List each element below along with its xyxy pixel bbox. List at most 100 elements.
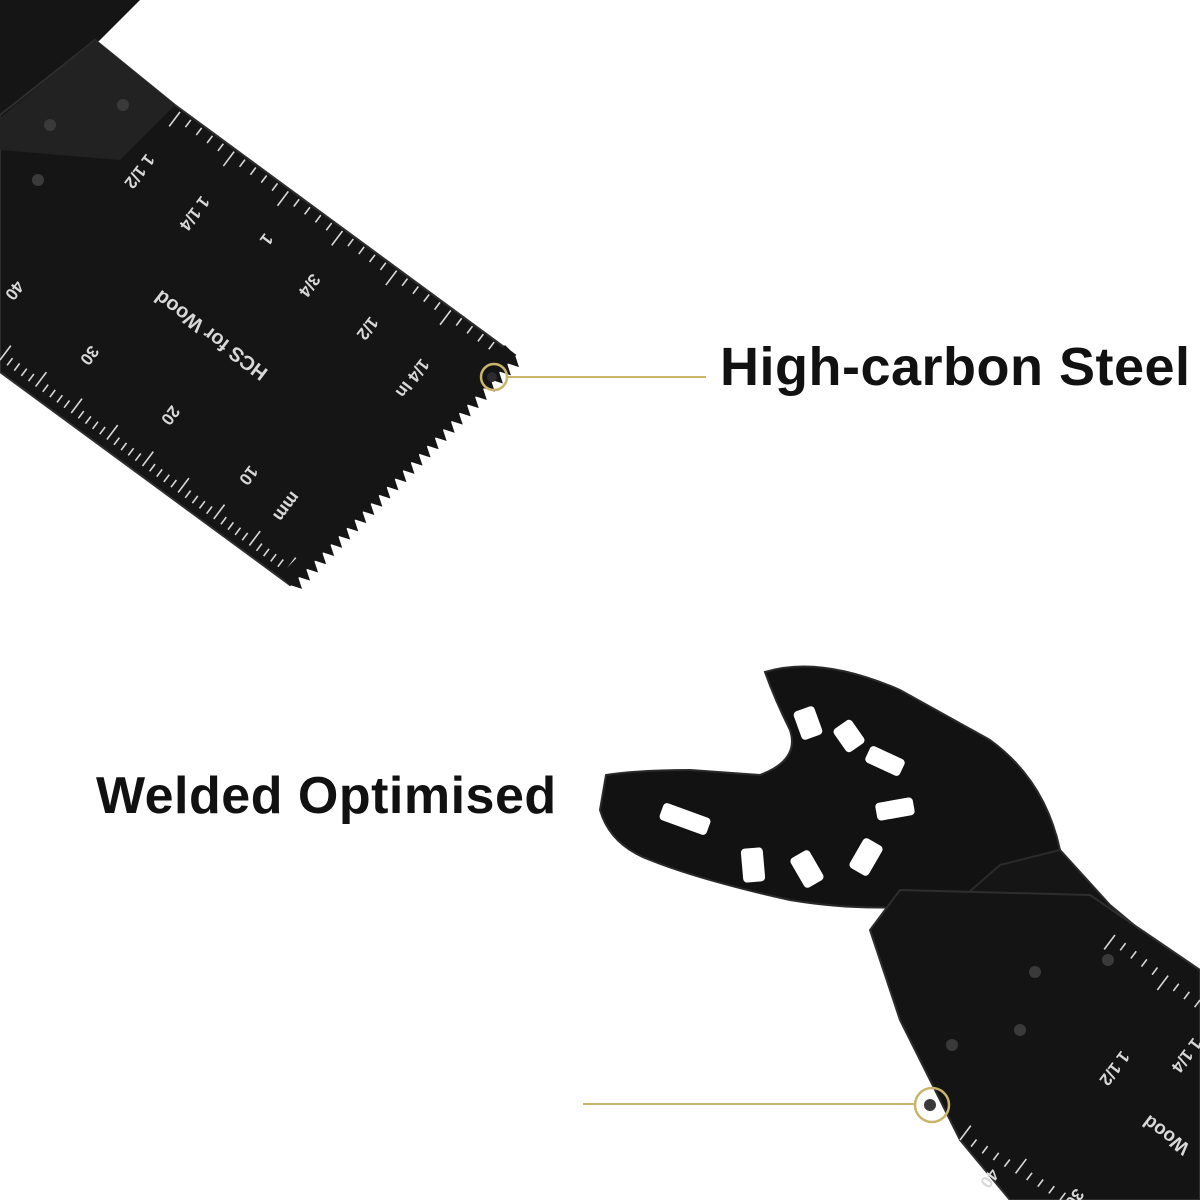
- mm-tick: [27, 373, 35, 382]
- mm-tick: [91, 421, 99, 430]
- bottom-blade-mount-head: [598, 665, 1062, 909]
- mm-tick: [255, 543, 263, 552]
- mm-tick: [84, 415, 92, 425]
- mm-tick: [106, 424, 119, 440]
- mm-tick: [177, 477, 190, 493]
- inch-tick: [347, 238, 354, 247]
- inch-tick: [412, 286, 419, 295]
- inch-tick: [1183, 991, 1191, 1000]
- inch-tick: [423, 293, 430, 303]
- bottom-blade-body: [868, 888, 1200, 1200]
- inch-tick: [260, 174, 268, 184]
- mm-tick: [6, 357, 14, 366]
- mm-tick: [148, 463, 156, 472]
- mm-tick: [70, 398, 83, 414]
- mm-tick: [1003, 1158, 1011, 1168]
- inch-tick: [1151, 967, 1159, 976]
- inch-tick: [1140, 958, 1148, 968]
- mm-tick: [49, 389, 56, 398]
- top-rivet-2: [44, 119, 56, 131]
- mm-tick: [205, 506, 213, 515]
- inch-tick: [222, 151, 235, 167]
- inch-tick: [271, 182, 279, 192]
- inch-tick: [368, 254, 376, 263]
- mm-tick: [120, 442, 128, 451]
- top-saw-blade: HCS for Wood 1/4 In 1/2 3/4 1 1 1/4 1 1/…: [0, 0, 706, 589]
- mm-tick: [1037, 1178, 1044, 1188]
- top-blade-teeth: [280, 345, 519, 589]
- mm-tick: [970, 1138, 978, 1148]
- mm-tick: [63, 400, 71, 409]
- mm-tick: [184, 490, 192, 499]
- top-blade-sheen: [0, 40, 175, 160]
- mm-tick: [241, 532, 249, 541]
- mm-tick: [234, 527, 242, 536]
- inch-tick: [217, 143, 224, 152]
- inch-tick: [433, 301, 441, 311]
- inch-tick: [331, 230, 344, 246]
- bottom-rivet-3: [1014, 1024, 1026, 1036]
- bottom-callout-rivet: [924, 1099, 936, 1111]
- mm-tick: [262, 548, 270, 557]
- mm-tick: [1014, 1158, 1027, 1174]
- inch-tick: [466, 325, 474, 334]
- inch-tick: [358, 246, 365, 255]
- mm-tick: [959, 1125, 972, 1141]
- mm-tick: [163, 474, 170, 483]
- bottom-rivet-4: [946, 1039, 958, 1051]
- mm-tick: [981, 1145, 989, 1154]
- mm-tick: [56, 394, 64, 403]
- bottom-rivet-2: [1102, 954, 1114, 966]
- inch-tick: [1156, 975, 1169, 991]
- saw-teeth: [280, 345, 519, 589]
- callout-label-welded-optimised: Welded Optimised: [96, 767, 557, 825]
- mm-tick: [270, 553, 277, 562]
- inch-tick: [488, 341, 495, 350]
- bottom-ruler-ticks: [959, 934, 1200, 1200]
- mm-tick: [277, 559, 284, 568]
- inch-tick: [439, 309, 452, 326]
- bottom-rivet-1: [1029, 966, 1041, 978]
- inch-tick: [1193, 999, 1200, 1008]
- mm-tick: [0, 345, 12, 361]
- mm-tick: [127, 447, 135, 456]
- top-mm-ticks: [0, 345, 297, 573]
- inch-tick: [379, 262, 387, 271]
- top-rivet-3: [32, 174, 44, 186]
- inch-tick: [168, 111, 181, 127]
- inch-tick: [314, 214, 322, 223]
- inch-tick: [195, 127, 203, 136]
- inch-tick: [325, 222, 333, 231]
- mm-tick: [1026, 1172, 1033, 1181]
- inch-tick: [249, 167, 257, 176]
- callout-label-high-carbon-steel: High-carbon Steel: [720, 337, 1191, 397]
- top-rivet-1: [117, 99, 129, 111]
- inch-tick: [293, 198, 300, 207]
- mm-tick: [42, 384, 49, 393]
- bottom-callout-marker: [913, 1086, 951, 1124]
- mm-tick: [20, 368, 28, 377]
- mm-tick: [992, 1152, 1000, 1161]
- inch-tick: [1130, 950, 1137, 959]
- mm-tick: [13, 362, 21, 372]
- top-callout-marker: [479, 362, 509, 392]
- mm-tick: [213, 504, 226, 520]
- inch-tick: [1119, 942, 1127, 951]
- mm-tick: [34, 371, 48, 387]
- inch-tick: [477, 333, 484, 342]
- inch-tick: [184, 119, 192, 128]
- inch-tick: [455, 317, 463, 326]
- bottom-saw-blade: 1 1/2 1 1/4 40 30 Wood: [583, 665, 1200, 1200]
- mm-tick: [220, 516, 227, 525]
- inch-tick: [1103, 934, 1116, 950]
- mm-tick: [191, 495, 199, 504]
- inch-tick: [206, 135, 214, 144]
- bottom-mount-slots: [659, 706, 915, 888]
- inch-tick: [1172, 983, 1180, 992]
- inch-tick: [401, 278, 409, 287]
- mm-tick: [1059, 1192, 1067, 1200]
- mm-tick: [170, 479, 178, 488]
- inch-tick: [276, 190, 289, 207]
- inch-tick: [238, 159, 246, 168]
